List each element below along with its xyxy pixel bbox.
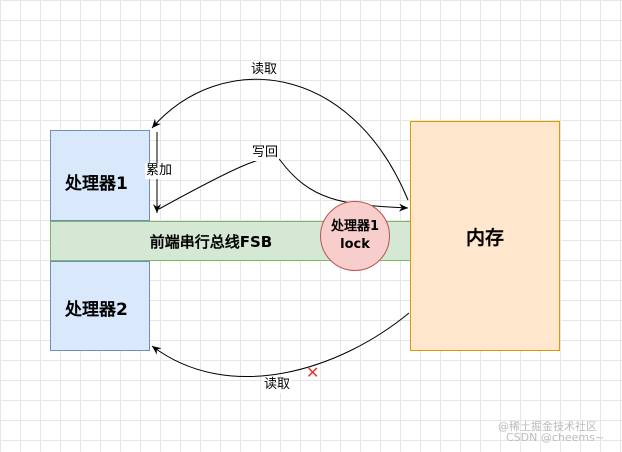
- watermark-line-2: CSDN @cheems~: [506, 431, 605, 444]
- read-bottom-arrow: [151, 312, 410, 377]
- write-back-arrow: [158, 156, 409, 212]
- memory-label: 内存: [465, 226, 504, 249]
- lock-line-1: 处理器1: [330, 219, 380, 234]
- processor-1-label: 处理器1: [65, 174, 128, 194]
- lock-indicator: 处理器1 lock: [320, 201, 390, 271]
- lock-line-2: lock: [340, 237, 370, 252]
- processor-2-label: 处理器2: [65, 300, 128, 320]
- read-bottom-label: 读取: [263, 377, 292, 393]
- memory-block: 内存: [410, 121, 560, 351]
- accumulate-label: 累加: [145, 163, 174, 179]
- read-top-label: 读取: [250, 62, 279, 78]
- blocked-x-icon: ✕: [306, 363, 320, 382]
- read-top-arrow: [151, 78, 409, 201]
- watermark-line-1: @稀土掘金技术社区: [498, 420, 597, 433]
- bus-label: 前端串行总线FSB: [149, 232, 273, 251]
- processor-1: 处理器1: [50, 130, 150, 221]
- processor-2: 处理器2: [50, 261, 150, 351]
- write-back-label: 写回: [251, 145, 280, 161]
